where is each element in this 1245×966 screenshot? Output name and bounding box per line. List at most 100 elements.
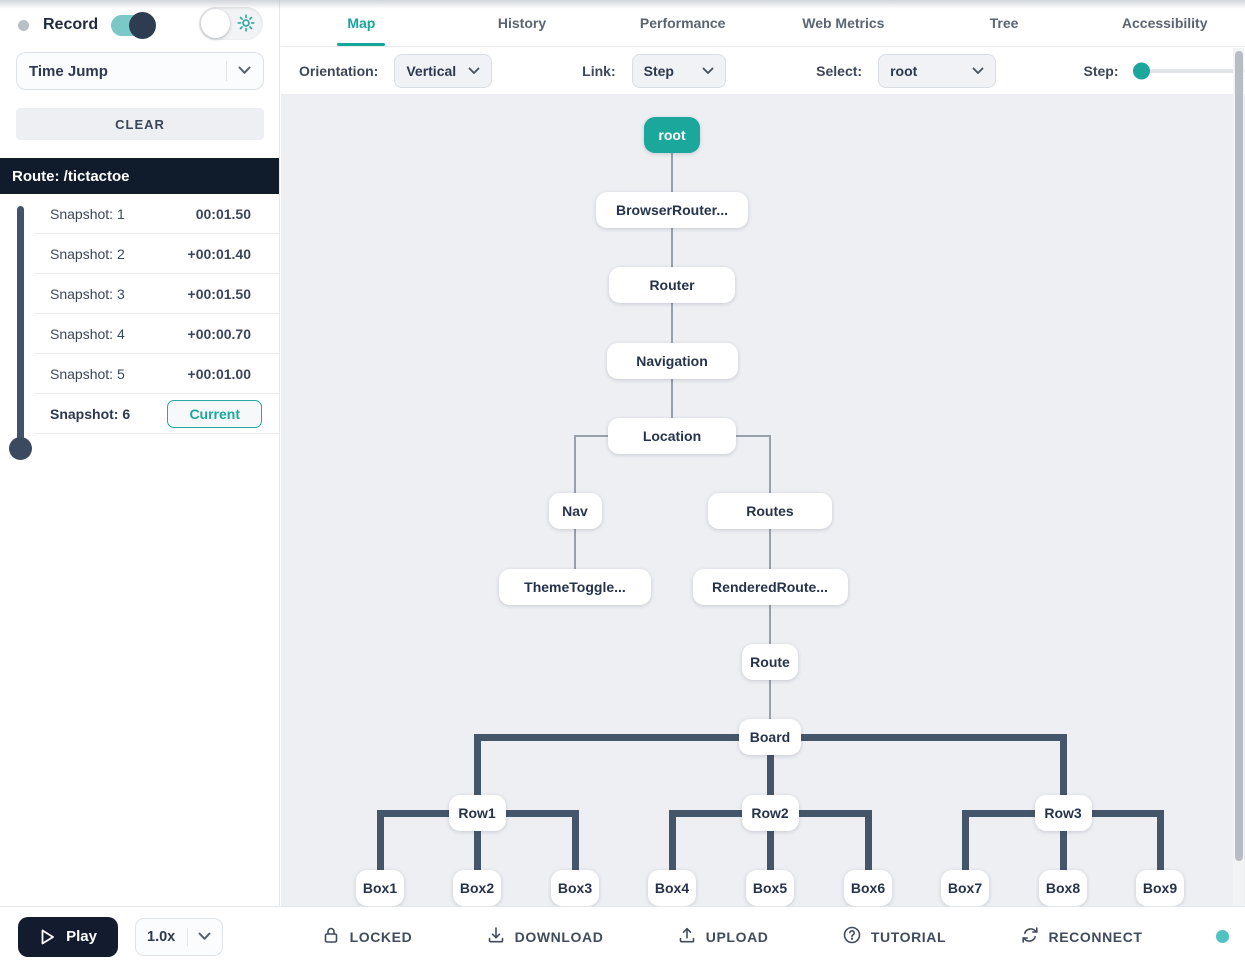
theme-toggle-knob bbox=[201, 9, 230, 38]
sun-icon bbox=[236, 13, 256, 38]
tree-node-routes[interactable]: Routes bbox=[708, 493, 832, 529]
tutorial-button[interactable]: TUTORIAL bbox=[836, 924, 952, 949]
tree-connector bbox=[473, 809, 579, 817]
record-row: Record bbox=[14, 10, 157, 40]
snapshot-row[interactable]: Snapshot: 2+00:01.40 bbox=[34, 234, 279, 274]
step-slider-knob[interactable] bbox=[1132, 62, 1150, 79]
scrollbar-thumb[interactable] bbox=[1235, 51, 1243, 861]
snapshot-row[interactable]: Snapshot: 6 Current bbox=[34, 394, 279, 434]
speed-dropdown[interactable]: 1.0x bbox=[135, 917, 224, 956]
dropdown-divider bbox=[187, 927, 189, 946]
action-label: RECONNECT bbox=[1048, 928, 1143, 945]
download-icon bbox=[486, 925, 506, 948]
current-snapshot-button[interactable]: Current bbox=[167, 399, 262, 428]
chevron-down-icon bbox=[972, 67, 983, 74]
timeline-slider-knob[interactable] bbox=[9, 437, 32, 460]
tree-node-navigation[interactable]: Navigation bbox=[606, 343, 738, 379]
tree-connector bbox=[766, 831, 774, 870]
tab-accessibility[interactable]: Accessibility bbox=[1121, 15, 1208, 31]
tree-node-row2[interactable]: Row2 bbox=[741, 795, 799, 831]
tree-node-box1[interactable]: Box1 bbox=[356, 870, 404, 906]
tree-node-box2[interactable]: Box2 bbox=[453, 870, 501, 906]
snapshot-row[interactable]: Snapshot: 4+00:00.70 bbox=[34, 314, 279, 354]
tree-node-board[interactable]: Board bbox=[739, 719, 801, 755]
record-status-dot bbox=[18, 19, 29, 31]
chevron-down-icon bbox=[238, 62, 251, 80]
action-label: TUTORIAL bbox=[870, 928, 947, 945]
tree-node-browserrouter[interactable]: BrowserRouter... bbox=[596, 192, 748, 228]
record-label: Record bbox=[43, 16, 99, 33]
orientation-label: Orientation: bbox=[299, 62, 379, 79]
tab-performance[interactable]: Performance bbox=[639, 15, 726, 31]
tree-node-box9[interactable]: Box9 bbox=[1136, 870, 1184, 906]
upload-icon bbox=[677, 925, 697, 948]
snapshot-label: Snapshot: 3 bbox=[50, 285, 125, 302]
snapshot-label: Snapshot: 5 bbox=[50, 365, 125, 382]
tree-connector bbox=[473, 831, 481, 870]
step-label: Step: bbox=[1083, 62, 1119, 79]
clear-button[interactable]: CLEAR bbox=[16, 108, 264, 140]
tree-node-row3[interactable]: Row3 bbox=[1034, 795, 1092, 831]
timeline-track[interactable] bbox=[17, 206, 24, 440]
tree-node-router[interactable]: Router bbox=[609, 267, 735, 303]
orientation-dropdown[interactable]: Vertical bbox=[394, 53, 493, 88]
link-label: Link: bbox=[582, 62, 616, 79]
snapshot-row[interactable]: Snapshot: 5 +00:01.00 bbox=[34, 354, 279, 394]
tree-node-box8[interactable]: Box8 bbox=[1039, 870, 1087, 906]
locked-button[interactable]: LOCKED bbox=[315, 924, 419, 949]
tree-connector bbox=[574, 529, 576, 569]
link-dropdown[interactable]: Step bbox=[631, 53, 727, 88]
step-slider[interactable] bbox=[1132, 62, 1245, 79]
tree-connector bbox=[571, 813, 579, 870]
select-dropdown[interactable]: root bbox=[878, 53, 996, 88]
tree-connector bbox=[766, 755, 774, 795]
tree-node-themetoggle[interactable]: ThemeToggle... bbox=[499, 569, 651, 605]
time-jump-label: Time Jump bbox=[29, 62, 108, 80]
tab-history[interactable]: History bbox=[497, 15, 547, 31]
tree-connector bbox=[671, 379, 673, 418]
tree-node-renderedroute[interactable]: RenderedRoute... bbox=[692, 569, 848, 605]
tree-connector bbox=[769, 436, 771, 493]
snapshot-label: Snapshot: 6 bbox=[50, 405, 131, 422]
action-label: DOWNLOAD bbox=[514, 928, 604, 945]
tree-node-box5[interactable]: Box5 bbox=[746, 870, 794, 906]
tree-node-row1[interactable]: Row1 bbox=[448, 795, 506, 831]
theme-toggle[interactable] bbox=[199, 7, 263, 40]
action-label: UPLOAD bbox=[705, 928, 769, 945]
question-icon bbox=[842, 925, 862, 948]
route-header: Route: /tictactoe bbox=[0, 158, 279, 194]
reconnect-button[interactable]: RECONNECT bbox=[1014, 924, 1149, 949]
time-jump-dropdown[interactable]: Time Jump bbox=[16, 52, 264, 90]
tab-tree[interactable]: Tree bbox=[989, 15, 1019, 31]
tree-node-root[interactable]: root bbox=[644, 117, 700, 153]
tree-connector bbox=[864, 813, 872, 870]
tree-connector bbox=[376, 813, 384, 870]
controls-row: Orientation: Vertical Link: Step Select:… bbox=[281, 47, 1245, 95]
tree-connector bbox=[1059, 737, 1067, 795]
tree-node-nav[interactable]: Nav bbox=[548, 493, 602, 529]
tree-node-route[interactable]: Route bbox=[742, 644, 798, 680]
chevron-down-icon bbox=[198, 932, 211, 940]
tree-connector bbox=[769, 605, 771, 644]
snapshot-row[interactable]: Snapshot: 3+00:01.50 bbox=[34, 274, 279, 314]
play-icon bbox=[41, 929, 54, 944]
tree-connector bbox=[769, 529, 771, 569]
snapshot-time: +00:01.00 bbox=[187, 365, 251, 382]
tree-connector bbox=[671, 228, 673, 267]
tab-map[interactable]: Map bbox=[281, 0, 442, 46]
tree-node-location[interactable]: Location bbox=[608, 418, 736, 454]
upload-button[interactable]: UPLOAD bbox=[671, 924, 775, 949]
tree-node-box6[interactable]: Box6 bbox=[844, 870, 892, 906]
tree-node-box3[interactable]: Box3 bbox=[551, 870, 599, 906]
play-button[interactable]: Play bbox=[18, 916, 118, 957]
dropdown-divider bbox=[226, 61, 227, 81]
tree-node-box7[interactable]: Box7 bbox=[941, 870, 989, 906]
tab-web-metrics[interactable]: Web Metrics bbox=[802, 15, 885, 31]
tree-node-box4[interactable]: Box4 bbox=[648, 870, 696, 906]
tree-connector bbox=[1156, 813, 1164, 870]
download-button[interactable]: DOWNLOAD bbox=[480, 924, 610, 949]
record-toggle[interactable] bbox=[111, 11, 157, 39]
